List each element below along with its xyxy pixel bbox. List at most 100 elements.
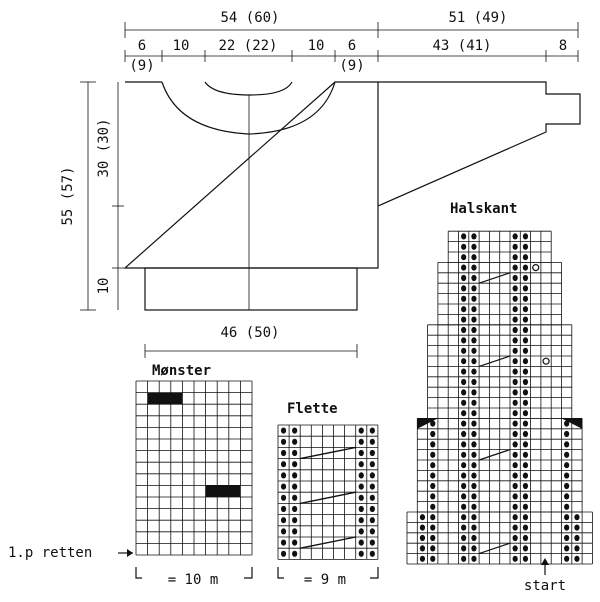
monster-repeat-bracket <box>135 567 253 579</box>
purl-stitch-dot <box>471 514 477 521</box>
purl-stitch-dot <box>461 254 467 261</box>
purl-stitch-dot <box>292 427 298 434</box>
purl-stitch-dot <box>280 517 287 524</box>
purl-stitch-dot <box>461 482 467 490</box>
purl-stitch-dot <box>430 472 436 479</box>
purl-stitch-dot <box>522 493 529 500</box>
purl-stitch-dot <box>419 545 426 552</box>
purl-stitch-dot <box>574 545 580 552</box>
first-row-label: 1.p retten <box>8 545 92 561</box>
purl-stitch-dot <box>280 449 287 457</box>
purl-stitch-dot <box>471 274 477 282</box>
purl-stitch-dot <box>369 494 375 501</box>
purl-stitch-dot <box>512 441 518 448</box>
purl-stitch-dot <box>512 524 518 531</box>
segment-7-label: 8 <box>559 38 567 54</box>
purl-stitch-dot <box>280 461 287 468</box>
decrease-wedge <box>417 418 438 429</box>
flette-chart-title: Flette <box>287 401 338 417</box>
open-stitch-circle <box>542 357 550 365</box>
purl-stitch-dot <box>358 449 364 457</box>
segment-6-label: 43 (41) <box>432 38 491 54</box>
purl-stitch-dot <box>512 534 518 542</box>
purl-stitch-dot <box>512 462 518 469</box>
monster-filled-block <box>205 485 241 497</box>
purl-stitch-dot <box>471 264 477 271</box>
top-dimension-lines <box>124 22 579 62</box>
segment-1-label: 6 <box>138 38 146 54</box>
purl-stitch-dot <box>471 243 477 250</box>
purl-stitch-dot <box>369 461 375 468</box>
purl-stitch-dot <box>292 494 298 501</box>
purl-stitch-dot <box>369 438 375 445</box>
purl-stitch-dot <box>512 326 518 334</box>
purl-stitch-dot <box>430 514 436 521</box>
rib-depth-label: 10 <box>96 278 112 295</box>
purl-stitch-dot <box>512 514 518 521</box>
purl-stitch-dot <box>292 539 298 546</box>
purl-stitch-dot <box>461 285 467 292</box>
purl-stitch-dot <box>280 494 287 501</box>
purl-stitch-dot <box>564 451 570 458</box>
purl-stitch-dot <box>512 254 518 261</box>
purl-stitch-dot <box>471 555 477 562</box>
purl-stitch-dot <box>471 451 477 458</box>
purl-stitch-dot <box>522 358 529 365</box>
segment-4-label: 10 <box>308 38 325 54</box>
purl-stitch-dot <box>419 555 426 562</box>
purl-stitch-dot <box>522 430 529 438</box>
purl-stitch-dot <box>512 420 518 427</box>
purl-stitch-dot <box>522 295 529 302</box>
purl-stitch-dot <box>461 472 467 479</box>
purl-stitch-dot <box>564 503 570 510</box>
purl-stitch-dot <box>512 358 518 365</box>
purl-stitch-dot <box>358 528 364 535</box>
purl-stitch-dot <box>512 274 518 282</box>
start-arrow-icon <box>541 558 549 575</box>
purl-stitch-dot <box>522 368 529 375</box>
purl-stitch-dot <box>471 233 477 240</box>
purl-stitch-dot <box>461 389 467 396</box>
bottom-dimension-line <box>144 344 358 358</box>
purl-stitch-dot <box>369 449 375 457</box>
decrease-wedge <box>561 418 583 429</box>
start-label: start <box>524 578 566 594</box>
purl-stitch-dot <box>280 427 287 434</box>
purl-stitch-dot <box>512 430 518 438</box>
purl-stitch-dot <box>292 517 298 524</box>
purl-stitch-dot <box>564 420 570 427</box>
purl-stitch-dot <box>522 420 529 427</box>
segment-2-label: 10 <box>173 38 190 54</box>
purl-stitch-dot <box>512 503 518 510</box>
purl-stitch-dot <box>564 472 570 479</box>
purl-stitch-dot <box>564 441 570 448</box>
purl-stitch-dot <box>522 410 529 417</box>
purl-stitch-dot <box>471 389 477 396</box>
cable-cross-line <box>478 449 511 461</box>
purl-stitch-dot <box>369 427 375 434</box>
purl-stitch-dot <box>292 505 298 513</box>
purl-stitch-dot <box>471 545 477 552</box>
purl-stitch-dot <box>358 461 364 468</box>
purl-stitch-dot <box>522 441 529 448</box>
purl-stitch-dot <box>522 451 529 458</box>
purl-stitch-dot <box>369 550 375 557</box>
purl-stitch-dot <box>564 534 570 542</box>
purl-stitch-dot <box>280 483 287 490</box>
purl-stitch-dot <box>461 451 467 458</box>
purl-stitch-dot <box>292 449 298 457</box>
purl-stitch-dot <box>461 233 467 240</box>
purl-stitch-dot <box>430 534 436 542</box>
purl-stitch-dot <box>522 254 529 261</box>
purl-stitch-dot <box>461 545 467 552</box>
purl-stitch-dot <box>512 389 518 396</box>
purl-stitch-dot <box>461 264 467 271</box>
purl-stitch-dot <box>358 438 364 445</box>
purl-stitch-dot <box>292 461 298 468</box>
purl-stitch-dot <box>522 233 529 240</box>
purl-stitch-dot <box>430 462 436 469</box>
total-length-label: 55 (57) <box>60 166 76 225</box>
purl-stitch-dot <box>430 524 436 531</box>
purl-stitch-dot <box>369 528 375 535</box>
